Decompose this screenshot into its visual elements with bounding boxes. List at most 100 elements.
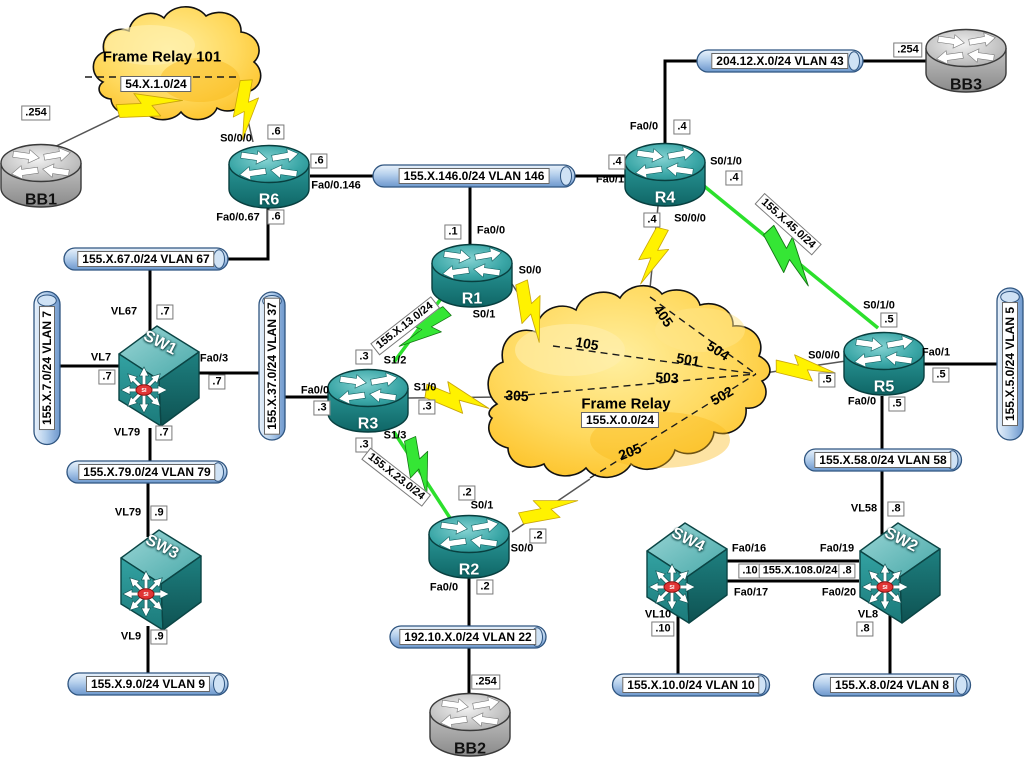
- val-r5-s010: .5: [880, 312, 898, 328]
- segment-label-vlan58: 155.X.58.0/24 VLAN 58: [814, 452, 952, 468]
- if-r5-s000: S0/0/0: [808, 349, 840, 362]
- val-r2-s01: .2: [458, 485, 476, 501]
- segment-label-vlan5: 155.X.5.0/24 VLAN 5: [1002, 301, 1018, 427]
- val-sw2-vl58: .8: [887, 501, 905, 517]
- dlci-501: 501: [675, 349, 701, 370]
- cloud-subnet-frame-relay-101: 54.X.1.0/24: [120, 76, 192, 92]
- if-sw2-fa019: Fa0/19: [819, 542, 855, 555]
- frame-relay-cloud-icon: [487, 285, 771, 479]
- if-r6-fa00-146: Fa0/0.146: [311, 179, 361, 192]
- if-sw4-vl10: VL10: [644, 608, 672, 621]
- val-sw2-vl8: .8: [856, 621, 874, 637]
- segment-label-vlan8: 155.X.8.0/24 VLAN 8: [829, 677, 955, 693]
- val-r4-s010: .4: [725, 170, 743, 186]
- if-r6-s000: S0/0/0: [220, 132, 252, 145]
- device-name-sw3: SW3: [142, 531, 182, 563]
- val-r6-s000: .6: [267, 124, 285, 140]
- ip-r3-r2: 155.X.23.0/24: [361, 447, 431, 507]
- val-r1-fa00: .1: [444, 224, 462, 240]
- pvc-405-504: [649, 296, 757, 375]
- pvc-205-502: [589, 373, 757, 479]
- val-r5-fa01: .5: [932, 367, 950, 383]
- segment-label-vlan43: 204.12.X.0/24 VLAN 43: [711, 53, 849, 69]
- dlci-105: 105: [574, 333, 600, 354]
- segment-label-vlan7: 155.X.7.0/24 VLAN 7: [39, 305, 55, 431]
- segment-label-vlan79: 155.X.79.0/24 VLAN 79: [78, 464, 216, 480]
- val-sw1-fa03: .7: [208, 374, 226, 390]
- val-sw1-vl67: .7: [156, 304, 174, 320]
- if-r3-fa00: Fa0/0: [300, 384, 330, 397]
- dlci-305: 305: [504, 386, 530, 405]
- segment-label-vlan67: 155.X.67.0/24 VLAN 67: [77, 251, 215, 267]
- if-sw2-vl58: VL58: [850, 502, 878, 515]
- val-r3-s10: .3: [418, 399, 436, 415]
- if-r2-s00: S0/0: [510, 542, 534, 555]
- segment-label-vlan37: 155.X.37.0/24 VLAN 37: [264, 297, 280, 435]
- dlci-502: 502: [707, 382, 736, 409]
- ip-r4-r5: 155.X.45.0/24: [754, 192, 822, 256]
- val-r2-s00: .2: [529, 528, 547, 544]
- if-r4-s010: S0/1/0: [710, 155, 742, 168]
- segment-label-vlan10: 155.X.10.0/24 VLAN 10: [622, 677, 760, 693]
- val-r4-s000: .4: [643, 212, 661, 228]
- dlci-503: 503: [654, 368, 680, 387]
- val-sw3-vl9: .9: [150, 629, 168, 645]
- pvc-105-501: [552, 345, 757, 375]
- if-sw1-vl67: VL67: [110, 305, 138, 318]
- val-r6-fa00-67: .6: [267, 209, 285, 225]
- device-name-bb2: BB2: [453, 740, 487, 758]
- val-r5-fa00: .5: [888, 396, 906, 412]
- dlci-504: 504: [704, 337, 733, 364]
- if-sw4-fa017: Fa0/17: [733, 586, 769, 599]
- if-r5-s010: S0/1/0: [863, 299, 895, 312]
- device-name-r3: R3: [357, 415, 379, 433]
- device-name-r2: R2: [458, 561, 480, 579]
- if-r1-s01: S0/1: [472, 308, 496, 321]
- if-sw1-vl7: VL7: [90, 351, 112, 364]
- device-name-r1: R1: [461, 290, 483, 308]
- val-bb3: .254: [893, 42, 923, 58]
- if-r4-fa01: Fa0/1: [595, 173, 625, 186]
- device-name-r6: R6: [258, 191, 280, 209]
- cloud-title-frame-relay: Frame Relay: [581, 395, 671, 413]
- val-r2-fa00: .2: [476, 579, 494, 595]
- device-name-r5: R5: [873, 378, 895, 396]
- val-r4-fa01: .4: [608, 154, 626, 170]
- if-r3-s12: S1/2: [383, 354, 407, 367]
- if-r3-s10: S1/0: [413, 381, 437, 394]
- val-r5-s000: .5: [818, 372, 836, 388]
- cloud-subnet-frame-relay: 155.X.0.0/24: [580, 412, 660, 428]
- val-r3-s12: .3: [355, 349, 373, 365]
- if-r3-s13: S1/3: [383, 429, 407, 442]
- segment-label-vlan22: 192.10.X.0/24 VLAN 22: [399, 629, 537, 645]
- device-name-sw2: SW2: [881, 524, 921, 556]
- if-r4-s000: S0/0/0: [674, 212, 706, 225]
- ip-r1-r3: 155.X.13.0/24: [370, 296, 440, 356]
- val-sw2-fa019: .8: [838, 563, 856, 579]
- val-bb2: .254: [471, 674, 501, 690]
- if-r1-s00: S0/0: [518, 264, 542, 277]
- if-r6-fa00-67: Fa0/0.67: [216, 211, 260, 224]
- val-sw4-vl10: .10: [651, 621, 675, 637]
- device-name-r4: R4: [654, 189, 676, 207]
- if-sw2-vl8: VL8: [857, 608, 879, 621]
- if-sw4-fa016: Fa0/16: [731, 542, 767, 555]
- device-name-sw4: SW4: [668, 524, 708, 556]
- link-r4-vlan43: [663, 59, 697, 143]
- if-r2-s01: S0/1: [470, 499, 494, 512]
- if-sw2-fa020: Fa0/20: [821, 586, 857, 599]
- device-name-bb1: BB1: [24, 191, 58, 209]
- if-sw1-vl79: VL79: [113, 426, 141, 439]
- segment-label-vlan146: 155.X.146.0/24 VLAN 146: [398, 168, 550, 184]
- val-bb1: .254: [21, 105, 51, 121]
- if-sw3-vl79: VL79: [114, 506, 142, 519]
- val-r6-fa00-146: .6: [310, 153, 328, 169]
- if-r5-fa00: Fa0/0: [847, 395, 877, 408]
- if-sw3-vl9: VL9: [120, 630, 142, 643]
- val-r3-fa00: .3: [313, 400, 331, 416]
- device-name-bb3: BB3: [949, 76, 983, 94]
- if-r2-fa00: Fa0/0: [429, 581, 459, 594]
- val-r4-fa00: .4: [673, 119, 691, 135]
- if-r5-fa01: Fa0/1: [921, 346, 951, 359]
- ip-sw4-sw2: 155.X.108.0/24: [758, 563, 842, 579]
